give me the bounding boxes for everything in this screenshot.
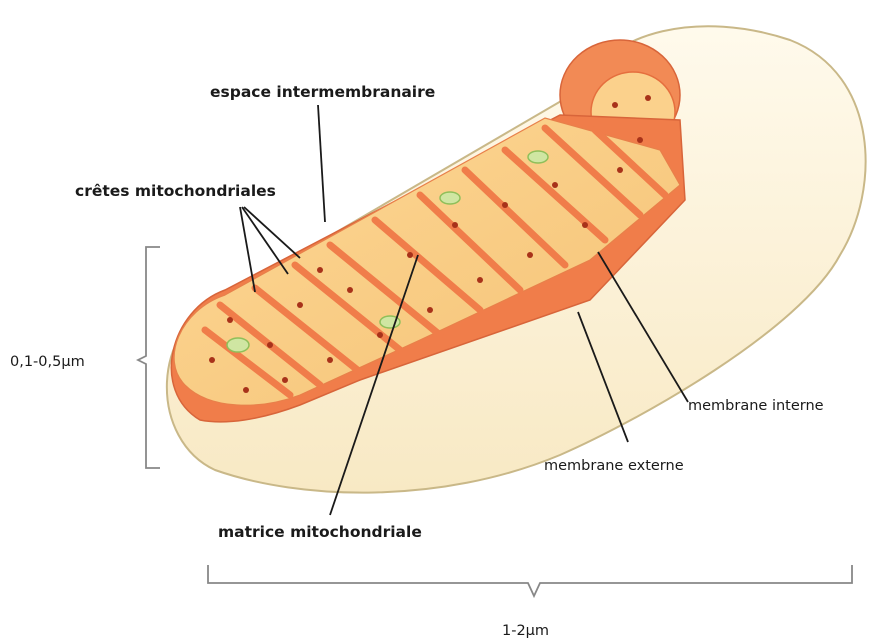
label-matrix: matrice mitochondriale [218, 523, 422, 541]
length-bracket [208, 565, 852, 596]
label-outer-membrane: membrane externe [544, 458, 684, 474]
label-cristae: crêtes mitochondriales [75, 182, 276, 200]
label-inner-membrane: membrane interne [688, 398, 824, 414]
label-width: 0,1-0,5µm [10, 354, 85, 370]
label-intermembrane-space: espace intermembranaire [210, 83, 435, 101]
label-length: 1-2µm [502, 623, 549, 639]
leader-intermembrane [318, 105, 325, 222]
width-bracket [138, 247, 160, 468]
